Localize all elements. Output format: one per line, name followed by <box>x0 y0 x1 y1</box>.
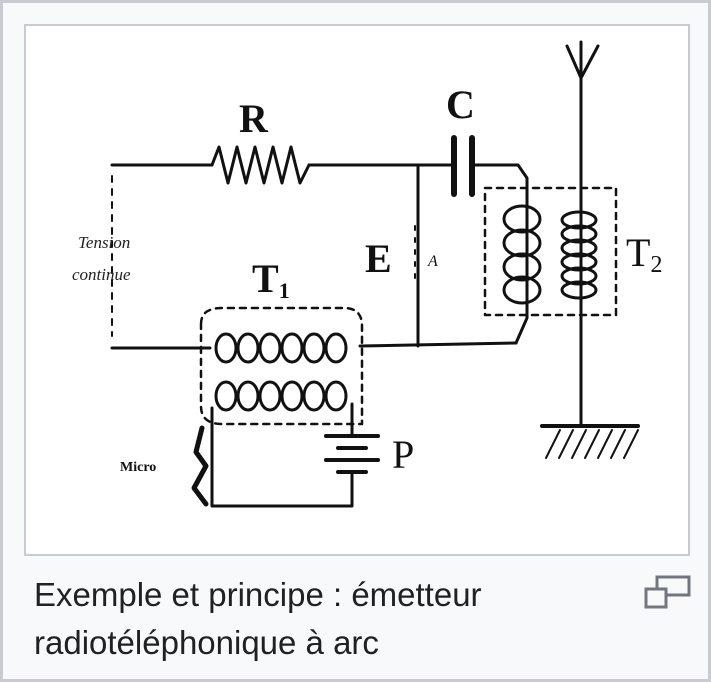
caption-line-1: Exemple et principe : émetteur <box>34 576 482 613</box>
t1-primary-coil <box>214 332 348 364</box>
t1-secondary-coil <box>214 380 348 412</box>
label-t1: T1 <box>252 256 290 303</box>
t1-dashed-box <box>199 306 364 426</box>
label-tension-line1: Tension <box>78 233 130 252</box>
microphone-symbol <box>191 425 209 507</box>
caption-line-2: radiotéléphonique à arc <box>34 624 379 661</box>
capacitor-wire <box>470 163 529 345</box>
circuit-image[interactable]: R C E A T1 T2 P Micro Tension continue <box>24 24 690 556</box>
label-r: R <box>239 96 269 141</box>
micro-battery-loop <box>210 406 354 508</box>
label-arc: A <box>427 253 438 270</box>
arc-transmitter-circuit-diagram: R C E A T1 T2 P Micro Tension continue <box>72 40 662 508</box>
label-micro: Micro <box>120 460 156 475</box>
t2-dashed-box <box>483 186 618 317</box>
label-t2: T2 <box>626 230 662 278</box>
label-p: P <box>392 432 414 477</box>
label-e: E <box>365 236 392 281</box>
antenna-coil <box>560 210 598 300</box>
battery-p <box>324 434 380 474</box>
resistor-r <box>210 145 311 185</box>
label-c: C <box>446 82 475 127</box>
figure-caption: Exemple et principe : émetteur radiotélé… <box>34 571 624 667</box>
ground-hatch <box>545 429 639 459</box>
antenna <box>565 40 600 426</box>
bottom-wire-right <box>358 341 518 348</box>
label-tension-line2: continue <box>72 265 131 284</box>
coupling-coil <box>502 204 542 305</box>
magnify-clip-icon[interactable] <box>643 575 693 611</box>
